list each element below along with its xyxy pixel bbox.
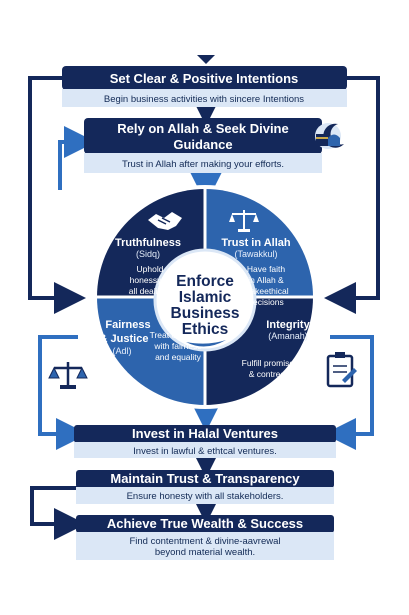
step-halal-subtitle: Invest in lawful & ethtcal ventures.: [133, 446, 277, 457]
quadrant-integrity[interactable]: Integrity (Amanah) Fulfill promises & co…: [242, 319, 311, 379]
step-reliance[interactable]: Rely on Allah & Seek Divine Guidance Tru…: [84, 118, 322, 173]
truthfulness-subtitle: (Sidq): [136, 249, 160, 259]
center-line-2: Islamic: [179, 289, 232, 306]
center-line-1: Enforce: [176, 273, 234, 290]
truthfulness-title: Truthfulness: [115, 237, 181, 249]
truthfulness-body-1: Uphold: [137, 264, 164, 274]
step-reliance-subtitle: Trust in Allah after making your efforts…: [122, 159, 284, 170]
handshake-icon: [148, 212, 182, 230]
trust-allah-body-3: makeethical: [243, 286, 288, 296]
step-intentions[interactable]: Set Clear & Positive Intentions Begin bu…: [62, 66, 347, 107]
step-intentions-subtitle: Begin business activities with sincere I…: [104, 94, 304, 105]
kaaba-mosque-icon: [310, 123, 344, 149]
truthfulness-body-2: honessy in: [130, 275, 171, 285]
guidance-feed-arrow: [58, 126, 96, 190]
bottom-left-loop: [30, 486, 86, 540]
step-trust-subtitle: Ensure honesty with all stakeholders.: [127, 491, 284, 502]
quadrant-truthfulness[interactable]: Truthfulness (Sidq) Uphold honessy in al…: [115, 212, 182, 296]
step-intentions-title: Set Clear & Positive Intentions: [110, 71, 299, 86]
fairness-title-line2: & Justice: [100, 333, 149, 345]
step-halal-title: Invest in Halal Ventures: [132, 426, 278, 441]
left-loop-connector: [28, 76, 86, 314]
quadrant-trust-allah[interactable]: Trust in Allah (Tawakkul) Have faith in …: [221, 210, 291, 307]
integrity-subtitle: (Amanah): [268, 331, 308, 341]
step-wealth-title: Achieve True Wealth & Success: [107, 516, 303, 531]
center-swoosh-icon: [186, 340, 226, 347]
fairness-subtitle: (Adl): [112, 346, 131, 356]
step-trust[interactable]: Maintain Trust & Transparency Ensure hon…: [76, 470, 334, 504]
trust-allah-subtitle: (Tawakkul): [234, 249, 277, 259]
step-wealth-subtitle-line2: beyond material wealth.: [155, 547, 255, 558]
ethics-wheel: [93, 185, 317, 409]
center-line-4: Ethics: [182, 321, 229, 338]
step-halal[interactable]: Invest in Halal Ventures Invest in lawfu…: [74, 425, 336, 458]
step-reliance-title-line1: Rely on Allah & Seek Divine: [117, 121, 288, 136]
center-label: Enforce Islamic Business Ethics: [171, 273, 240, 347]
step-trust-title: Maintain Trust & Transparency: [110, 471, 300, 486]
trust-allah-body-1: Have faith: [247, 264, 286, 274]
fairness-body-3: and equality: [155, 352, 202, 362]
fairness-body-1: Treat everyone: [150, 330, 207, 340]
integrity-title: Integrity: [266, 319, 310, 331]
fairness-body-2: with fairness: [153, 341, 201, 351]
step-wealth[interactable]: Achieve True Wealth & Success Find conte…: [76, 515, 334, 560]
trust-allah-title: Trust in Allah: [221, 237, 291, 249]
step-reliance-title-line2: Guidance: [173, 137, 232, 152]
integrity-body-2: & contrects: [249, 369, 292, 379]
scales-icon: [48, 362, 88, 389]
right-loop-connector: [324, 76, 380, 314]
scales-icon: [229, 210, 259, 232]
step-wealth-subtitle-line1: Find contentment & divine-aavrewal: [129, 536, 280, 547]
contract-icon: [326, 352, 357, 388]
left-lower-loop: [38, 335, 88, 450]
entry-arrow: [197, 55, 215, 64]
center-line-3: Business: [171, 305, 240, 322]
right-lower-loop: [324, 335, 374, 450]
quadrant-fairness[interactable]: Fairness & Justice (Adl) Treat everyone …: [100, 319, 207, 362]
truthfulness-body-3: all dealings: [129, 286, 172, 296]
integrity-body-1: Fulfill promises: [242, 358, 299, 368]
fairness-title-line1: Fairness: [105, 319, 150, 331]
trust-allah-body-2: in Allah &: [248, 275, 284, 285]
trust-allah-body-4: decisions: [248, 297, 283, 307]
